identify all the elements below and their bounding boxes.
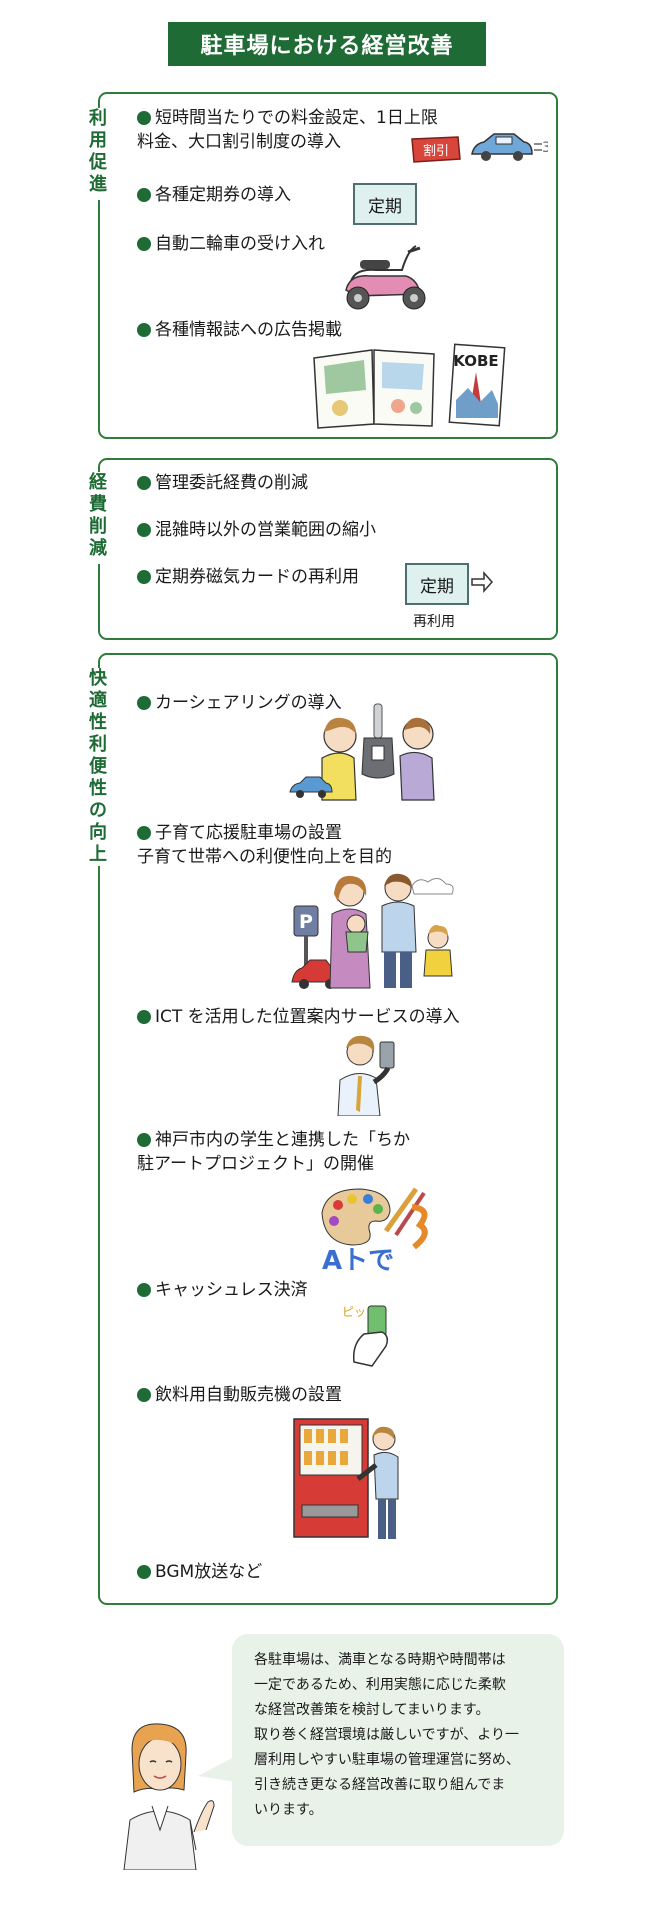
list-item: 自動二輪車の受け入れ — [137, 232, 325, 256]
svg-text:割引: 割引 — [423, 143, 449, 159]
magazine-icon — [313, 349, 435, 429]
list-item: 管理委託経費の削減 — [137, 471, 308, 495]
smartphone-user-illustration — [337, 1035, 395, 1116]
list-item: 短時間当たりでの料金設定、1日上限 料金、大口割引制度の導入 — [137, 108, 438, 152]
cashless-payment-illustration: ピッ — [342, 1305, 389, 1367]
section-comfort-label: 快適性利便性の向上 — [86, 668, 110, 866]
family-parking-illustration: P — [291, 873, 454, 989]
svg-text:3: 3 — [542, 140, 548, 156]
message-text: 各駐車場は、満車となる時期や時間帯は 一定であるため、利用実態に応じた柔軟 な経… — [254, 1652, 520, 1818]
commuter-pass-icon: 定期 — [353, 183, 417, 225]
list-item: キャッシュレス決済 — [137, 1278, 308, 1302]
list-item: BGM放送など — [137, 1560, 262, 1584]
commuter-pass-icon: 定期 — [405, 563, 469, 605]
list-item: 飲料用自動販売機の設置 — [137, 1383, 342, 1407]
staff-woman-illustration — [123, 1723, 215, 1870]
svg-text:KOBE: KOBE — [453, 352, 498, 370]
list-item: 混雑時以外の営業範囲の縮小 — [137, 518, 376, 542]
svg-text:Aトで: Aトで — [322, 1246, 394, 1273]
reuse-label: 再利用 — [413, 614, 455, 630]
svg-text:ピッ: ピッ — [342, 1305, 366, 1319]
list-item: 子育て応援駐車場の設置 子育て世帯への利便性向上を目的 — [137, 823, 392, 867]
list-item: 定期券磁気カードの再利用 — [137, 565, 359, 589]
list-item: カーシェアリングの導入 — [137, 691, 342, 715]
scooter-icon — [345, 245, 426, 310]
bubble-tail — [198, 1756, 236, 1782]
discount-flag-icon: 割引 — [411, 136, 461, 163]
kobe-magazine-icon: KOBE — [448, 343, 506, 427]
list-item: 各種情報誌への広告掲載 — [137, 318, 342, 342]
message-bubble — [232, 1634, 564, 1846]
list-item: 各種定期券の導入 — [137, 183, 291, 207]
list-item: 神戸市内の学生と連携した「ちか 駐アートプロジェクト」の開催 — [137, 1130, 410, 1174]
list-item: ICT を活用した位置案内サービスの導入 — [137, 1005, 460, 1029]
page-title: 駐車場における経営改善 — [168, 22, 486, 66]
section-usage-label: 利用促進 — [86, 108, 110, 200]
car-sharing-illustration — [289, 703, 435, 801]
svg-text:P: P — [299, 911, 313, 933]
section-cost-label: 経費削減 — [86, 472, 110, 564]
vending-machine-illustration — [293, 1418, 399, 1539]
art-palette-illustration: Aトで — [321, 1187, 428, 1273]
arrow-right-icon — [471, 571, 494, 593]
car-icon: 3 — [471, 133, 548, 161]
